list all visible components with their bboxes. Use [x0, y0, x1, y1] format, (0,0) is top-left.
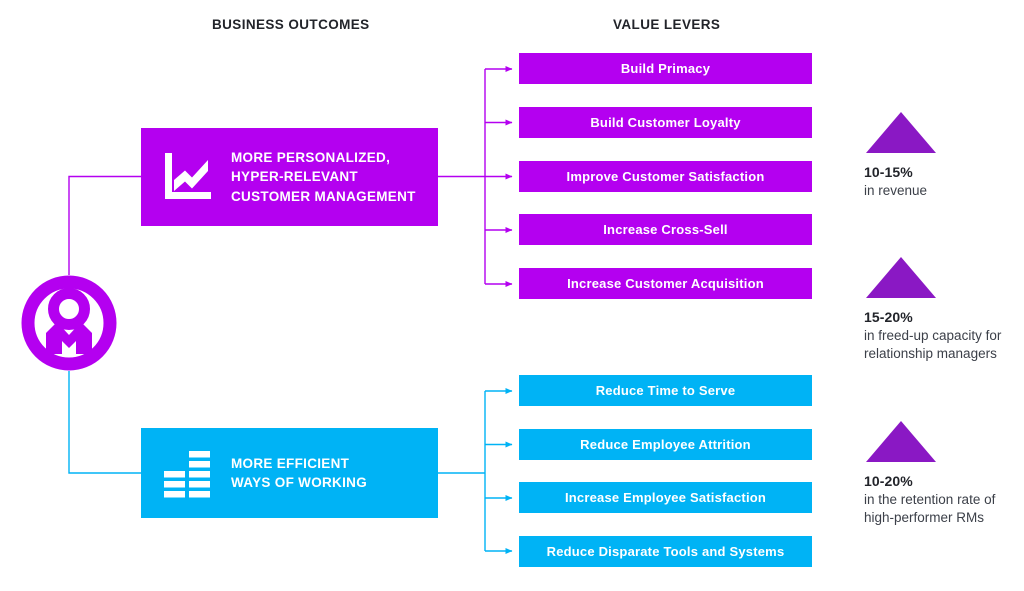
lever-label: Increase Employee Satisfaction: [564, 490, 767, 505]
outcome-label: MORE PERSONALIZED, HYPER-RELEVANT CUSTOM…: [231, 150, 416, 204]
metric-description: in freed-up capacity for relationship ma…: [864, 328, 1002, 362]
bar-chart-icon: [161, 447, 213, 499]
column-header-value-levers: VALUE LEVERS: [613, 17, 721, 32]
metric-value: 10-15%: [864, 164, 913, 180]
lever-increase-cross-sell[interactable]: Increase Cross-Sell: [519, 214, 812, 245]
lever-label: Reduce Time to Serve: [595, 383, 736, 398]
lever-build-customer-loyalty[interactable]: Build Customer Loyalty: [519, 107, 812, 138]
line-chart-icon: [161, 151, 213, 203]
up-triangle-icon: [866, 421, 936, 462]
outcome-block-efficient-ways-of-working[interactable]: MORE EFFICIENT WAYS OF WORKING: [141, 428, 438, 518]
lever-reduce-disparate-tools-and-systems[interactable]: Reduce Disparate Tools and Systems: [519, 536, 812, 567]
outcome-label: MORE EFFICIENT WAYS OF WORKING: [231, 455, 368, 490]
lever-label: Reduce Employee Attrition: [580, 437, 751, 452]
lever-reduce-employee-attrition[interactable]: Reduce Employee Attrition: [519, 429, 812, 460]
person-in-circle-icon: [21, 275, 117, 371]
metric-value: 15-20%: [864, 309, 913, 325]
metric-value: 10-20%: [864, 473, 913, 489]
metric-description: in revenue: [864, 183, 928, 198]
lever-reduce-time-to-serve[interactable]: Reduce Time to Serve: [519, 375, 812, 406]
lever-label: Build Primacy: [620, 61, 711, 76]
up-triangle-icon: [866, 112, 936, 153]
up-triangle-icon: [866, 257, 936, 298]
metric-callout-retention-rate: 10-20% in the retention rate of high-per…: [864, 421, 1014, 528]
column-header-business-outcomes: BUSINESS OUTCOMES: [212, 17, 370, 32]
lever-label: Build Customer Loyalty: [590, 115, 741, 130]
lever-increase-employee-satisfaction[interactable]: Increase Employee Satisfaction: [519, 482, 812, 513]
lever-improve-customer-satisfaction[interactable]: Improve Customer Satisfaction: [519, 161, 812, 192]
outcome-block-personalized-customer-management[interactable]: MORE PERSONALIZED, HYPER-RELEVANT CUSTOM…: [141, 128, 438, 226]
lever-label: Reduce Disparate Tools and Systems: [546, 544, 785, 559]
lever-increase-customer-acquisition[interactable]: Increase Customer Acquisition: [519, 268, 812, 299]
metric-description: in the retention rate of high-performer …: [864, 492, 996, 526]
lever-label: Increase Cross-Sell: [603, 222, 728, 237]
lever-build-primacy[interactable]: Build Primacy: [519, 53, 812, 84]
lever-label: Improve Customer Satisfaction: [566, 169, 765, 184]
metric-callout-revenue: 10-15% in revenue: [864, 112, 1014, 200]
metric-callout-freed-up-capacity: 15-20% in freed-up capacity for relation…: [864, 257, 1014, 364]
lever-label: Increase Customer Acquisition: [567, 276, 764, 291]
